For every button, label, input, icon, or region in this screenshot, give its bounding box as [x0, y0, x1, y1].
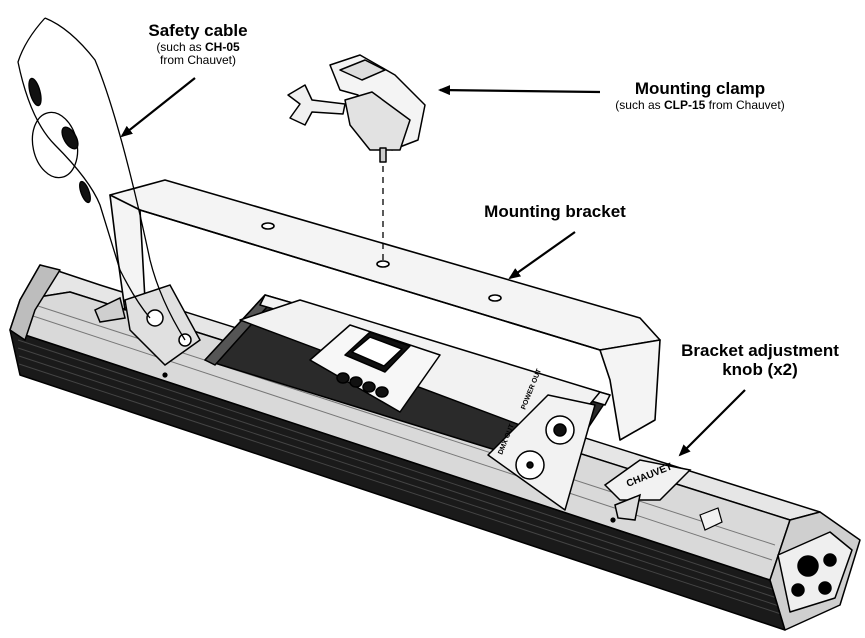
safety-cable-subtitle: (such as CH-05	[156, 39, 240, 54]
safety-cable-callout: Safety cable (such as CH-05 from Chauvet…	[118, 21, 278, 67]
display-module	[204, 294, 611, 471]
mounting-clamp-subtitle: (such as CLP-15 from Chauvet)	[615, 97, 785, 112]
mounting-clamp	[287, 54, 426, 163]
safety-cable-subtitle-2: from Chauvet)	[159, 52, 237, 67]
safety-cable	[17, 17, 186, 341]
leader-arrows	[120, 77, 746, 457]
connector-block	[487, 394, 596, 511]
rail-detail	[162, 372, 723, 531]
arrow-safety-cable	[120, 77, 196, 138]
bracket-knob-title-line1: Bracket adjustment	[681, 341, 839, 360]
mounting-clamp-title: Mounting clamp	[634, 79, 766, 98]
left-bracket-pivot	[94, 284, 201, 366]
mounting-bracket-title: Mounting bracket	[484, 202, 626, 221]
mounting-clamp-callout: Mounting clamp (such as CLP-15 from Chau…	[565, 79, 835, 112]
mounting-bracket-callout: Mounting bracket	[445, 202, 665, 222]
arrow-mounting-bracket	[508, 231, 576, 280]
bracket-knob-title-line2: knob (x2)	[722, 359, 798, 379]
mounting-bracket	[109, 179, 661, 441]
safety-cable-title: Safety cable	[148, 21, 248, 40]
bracket-knob	[603, 459, 692, 521]
bracket-knob-callout: Bracket adjustment knob (x2)	[660, 341, 860, 379]
arrow-mounting-clamp	[438, 85, 601, 96]
arrow-bracket-knob	[678, 389, 746, 457]
